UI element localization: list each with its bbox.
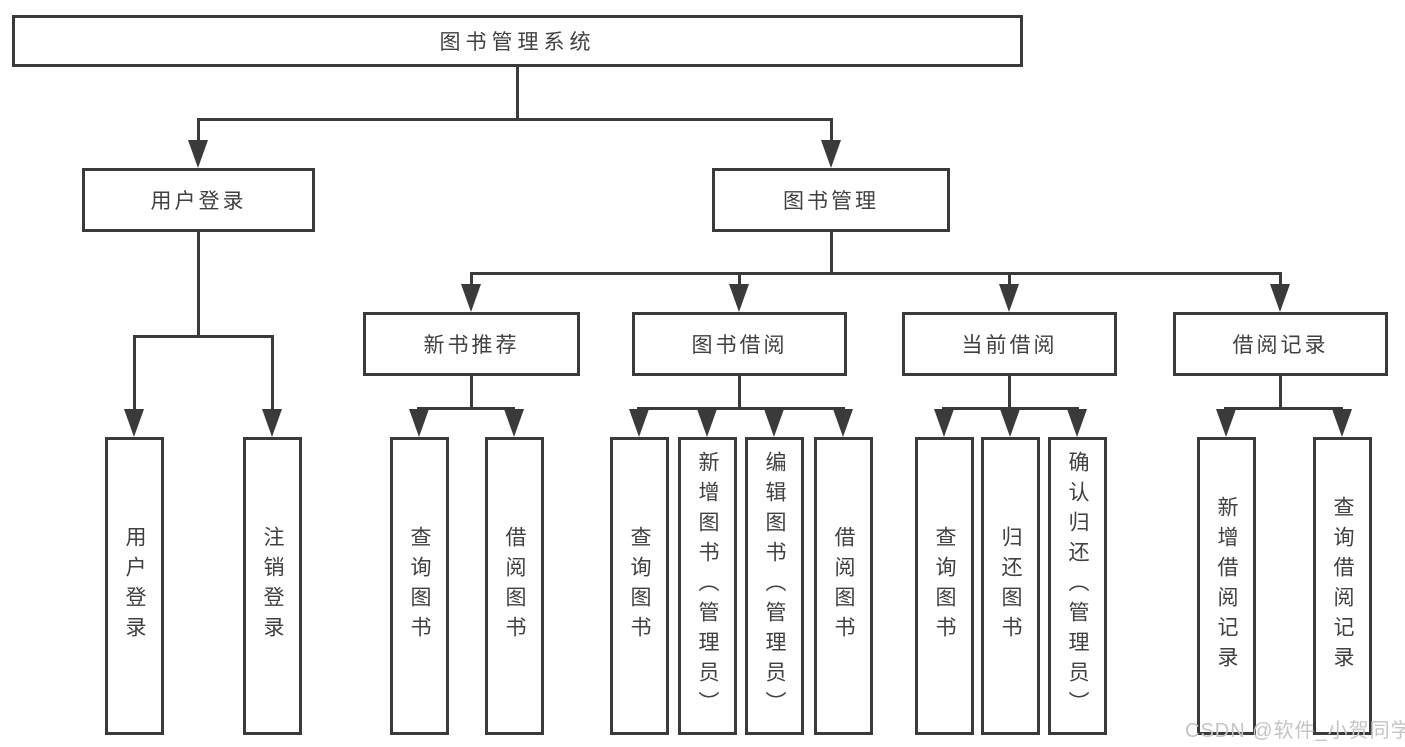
connector-line xyxy=(197,232,200,335)
arrow-down-icon xyxy=(764,409,784,437)
connector-line xyxy=(417,407,515,410)
arrow-down-icon xyxy=(833,409,853,437)
connector-line xyxy=(830,118,833,144)
arrow-down-icon xyxy=(461,284,481,312)
connector-line xyxy=(470,376,473,407)
arrow-down-icon xyxy=(1000,409,1020,437)
arrow-down-icon xyxy=(1332,409,1352,437)
leaf-query-books-current: 查询图书 xyxy=(915,437,974,735)
connector-line xyxy=(197,118,200,144)
connector-line xyxy=(470,272,473,288)
connector-line xyxy=(1224,407,1343,410)
connector-line xyxy=(470,272,1281,275)
leaf-return-books: 归还图书 xyxy=(981,437,1040,735)
connector-line xyxy=(1279,272,1282,288)
connector-line xyxy=(1279,376,1282,407)
arrow-down-icon xyxy=(934,409,954,437)
node-label: 注销登录 xyxy=(261,526,284,646)
node-label: 用户登录 xyxy=(123,526,146,646)
node-label: 确认归还（管理员） xyxy=(1066,451,1089,721)
arrow-down-icon xyxy=(999,284,1019,312)
arrow-down-icon xyxy=(629,409,649,437)
arrow-down-icon xyxy=(124,409,144,437)
node-new-book-recommend: 新书推荐 xyxy=(363,312,580,376)
node-label: 图书借阅 xyxy=(691,334,788,357)
leaf-add-borrow-record: 新增借阅记录 xyxy=(1197,437,1256,735)
node-borrow-records: 借阅记录 xyxy=(1173,312,1388,376)
connector-line xyxy=(1008,272,1011,288)
leaf-query-books-borrow: 查询图书 xyxy=(610,437,669,735)
leaf-user-login: 用户登录 xyxy=(105,437,164,735)
arrow-down-icon xyxy=(262,409,282,437)
connector-line xyxy=(133,335,136,412)
arrow-down-icon xyxy=(504,409,524,437)
node-label: 查询图书 xyxy=(628,526,651,646)
node-label: 借阅记录 xyxy=(1232,334,1329,357)
connector-line xyxy=(133,335,274,338)
node-label: 归还图书 xyxy=(999,526,1022,646)
node-label: 查询图书 xyxy=(408,526,431,646)
node-label: 当前借阅 xyxy=(961,334,1058,357)
node-label: 借阅图书 xyxy=(503,526,526,646)
node-label: 借阅图书 xyxy=(832,526,855,646)
arrow-down-icon xyxy=(821,140,841,168)
leaf-confirm-return-admin: 确认归还（管理员） xyxy=(1048,437,1107,735)
watermark: CSDN @软件_小贺同学 xyxy=(1185,720,1405,742)
node-current-borrowing: 当前借阅 xyxy=(902,312,1117,376)
leaf-borrow-books-recommend: 借阅图书 xyxy=(485,437,544,735)
node-label: 查询图书 xyxy=(933,526,956,646)
connector-line xyxy=(738,376,741,407)
node-label: 用户登录 xyxy=(150,190,247,213)
leaf-add-book-admin: 新增图书（管理员） xyxy=(678,437,737,735)
leaf-borrow-books-borrow: 借阅图书 xyxy=(814,437,873,735)
node-label: 编辑图书（管理员） xyxy=(763,451,786,721)
node-book-borrowing: 图书借阅 xyxy=(632,312,847,376)
arrow-down-icon xyxy=(1067,409,1087,437)
arrow-down-icon xyxy=(697,409,717,437)
node-label: 新增图书（管理员） xyxy=(696,451,719,721)
connector-line xyxy=(830,232,833,272)
leaf-edit-book-admin: 编辑图书（管理员） xyxy=(745,437,804,735)
leaf-query-borrow-record: 查询借阅记录 xyxy=(1313,437,1372,735)
arrow-down-icon xyxy=(188,140,208,168)
connector-line xyxy=(197,118,833,121)
node-label: 图书管理 xyxy=(783,190,879,213)
arrow-down-icon xyxy=(1216,409,1236,437)
connector-line xyxy=(271,335,274,412)
connector-line xyxy=(1008,376,1011,407)
node-book-management: 图书管理 xyxy=(712,168,950,232)
arrow-down-icon xyxy=(1270,284,1290,312)
connector-line xyxy=(637,407,845,410)
connector-line xyxy=(516,67,519,118)
node-label: 新书推荐 xyxy=(423,334,520,357)
node-label: 图书管理系统 xyxy=(439,31,596,54)
connector-line xyxy=(738,272,741,288)
leaf-query-books-recommend: 查询图书 xyxy=(390,437,449,735)
node-label: 新增借阅记录 xyxy=(1215,496,1238,676)
arrow-down-icon xyxy=(409,409,429,437)
node-label: 查询借阅记录 xyxy=(1331,496,1354,676)
arrow-down-icon xyxy=(729,284,749,312)
node-user-login: 用户登录 xyxy=(82,168,315,232)
node-library-system: 图书管理系统 xyxy=(12,15,1023,67)
leaf-logout: 注销登录 xyxy=(243,437,302,735)
